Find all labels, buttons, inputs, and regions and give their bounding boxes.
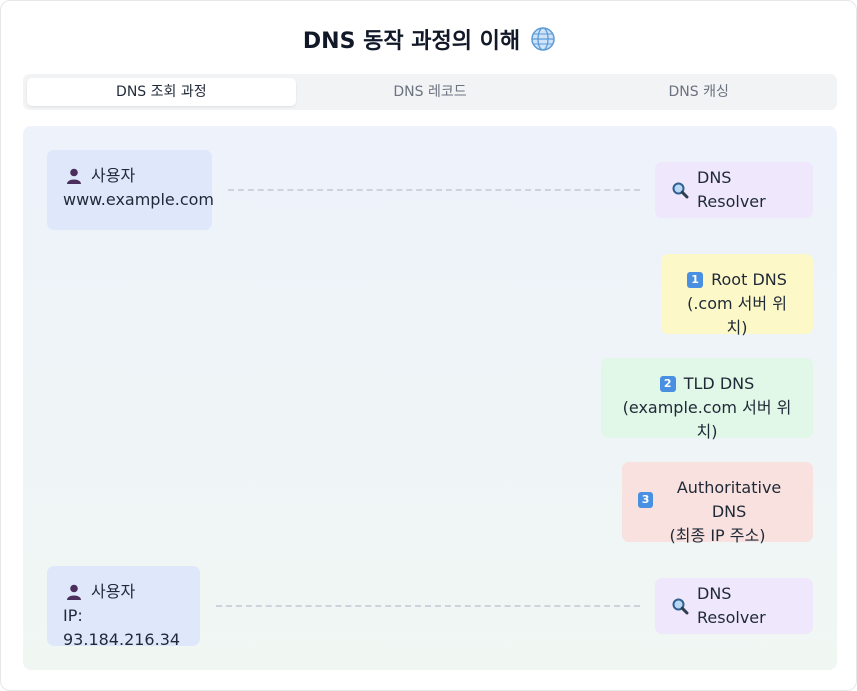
page-title-text: DNS 동작 과정의 이해 bbox=[302, 29, 521, 54]
resolver-response-label: DNS Resolver bbox=[697, 584, 766, 627]
response-connector bbox=[216, 605, 640, 607]
root-dns-detail: (.com 서버 위치) bbox=[687, 294, 787, 337]
tld-dns-box: 2 TLD DNS (example.com 서버 위치) bbox=[601, 358, 813, 441]
tab-dns-caching[interactable]: DNS 캐싱 bbox=[668, 84, 729, 100]
step-3-badge: 3 bbox=[638, 492, 654, 508]
user-request-label: 사용자 bbox=[91, 166, 136, 185]
globe-icon bbox=[531, 27, 555, 51]
user-icon bbox=[67, 584, 81, 600]
request-connector bbox=[228, 189, 640, 191]
step-1-badge: 1 bbox=[687, 272, 704, 288]
tld-dns-detail: (example.com 서버 위치) bbox=[622, 398, 792, 441]
tld-dns-label: TLD DNS bbox=[683, 374, 755, 393]
root-dns-label: Root DNS bbox=[711, 270, 787, 289]
resolver-response-box: DNS Resolver bbox=[655, 578, 813, 634]
tab-dns-records[interactable]: DNS 레코드 bbox=[393, 84, 467, 100]
resolver-request-label: DNS Resolver bbox=[697, 168, 766, 211]
authoritative-dns-detail: (최종 IP 주소) bbox=[669, 526, 766, 545]
resolver-request-box: DNS Resolver bbox=[655, 162, 813, 218]
user-response-box: 사용자 IP: 93.184.216.34 bbox=[47, 566, 200, 649]
tab-bar: DNS 조회 과정 DNS 레코드 DNS 캐싱 bbox=[23, 74, 837, 110]
user-response-ip: IP: 93.184.216.34 bbox=[63, 606, 181, 649]
root-dns-box: 1 Root DNS (.com 서버 위치) bbox=[661, 254, 813, 337]
authoritative-dns-box: 3 Authoritative DNS (최종 IP 주소) bbox=[622, 462, 813, 545]
user-icon bbox=[67, 168, 81, 184]
magnifier-icon bbox=[672, 182, 689, 199]
authoritative-dns-label: Authoritative DNS bbox=[676, 478, 782, 521]
user-response-label: 사용자 bbox=[91, 582, 136, 601]
page-title: DNS 동작 과정의 이해 bbox=[1, 23, 857, 55]
user-request-box: 사용자 www.example.com bbox=[47, 150, 214, 230]
magnifier-icon bbox=[672, 598, 689, 615]
tab-dns-lookup[interactable]: DNS 조회 과정 bbox=[27, 78, 296, 106]
user-request-domain: www.example.com bbox=[63, 190, 214, 209]
step-2-badge: 2 bbox=[659, 376, 676, 392]
